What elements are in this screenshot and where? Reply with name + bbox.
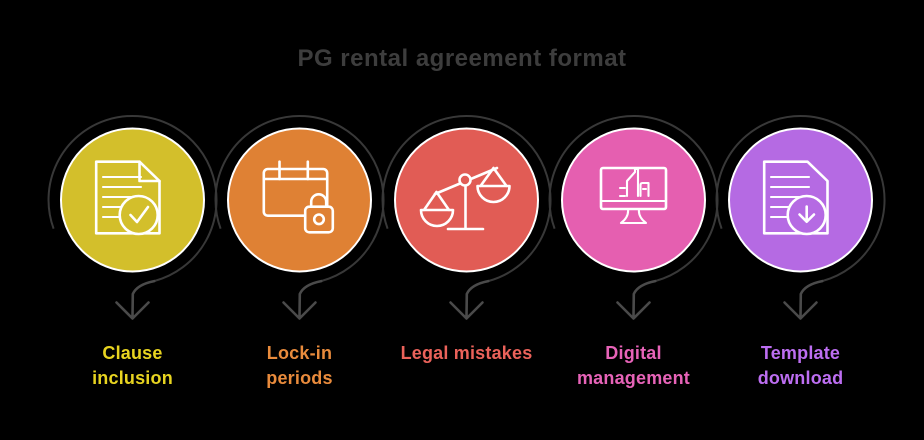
ring-hook bbox=[548, 114, 719, 283]
monitor-document-icon bbox=[548, 114, 719, 320]
ring-hook bbox=[214, 114, 385, 283]
step-lock-in-periods: Lock-in periods bbox=[214, 110, 385, 391]
step-circle bbox=[227, 127, 372, 273]
document-check-icon bbox=[47, 114, 218, 320]
down-arrow bbox=[616, 279, 657, 320]
page-title: PG rental agreement format bbox=[297, 45, 627, 72]
step-label: Digital management bbox=[576, 343, 691, 388]
step-digital-management: Digital management bbox=[548, 110, 719, 391]
down-arrow bbox=[115, 279, 156, 320]
step-label: Lock-in periods bbox=[266, 343, 333, 388]
down-arrow bbox=[282, 279, 323, 320]
calendar-lock-icon bbox=[214, 114, 385, 320]
infographic: PG rental agreement format Clause inclus… bbox=[0, 45, 924, 391]
step-template-download: Template download bbox=[715, 110, 886, 391]
down-arrow bbox=[783, 279, 824, 320]
ring-hook bbox=[381, 114, 552, 283]
step-label: Template download bbox=[757, 343, 844, 388]
justice-scales-icon bbox=[381, 114, 552, 320]
step-clause-inclusion: Clause inclusion bbox=[47, 110, 218, 391]
down-arrow bbox=[449, 279, 490, 320]
document-download-icon bbox=[715, 114, 886, 320]
ring-hook bbox=[47, 114, 218, 283]
ring-hook bbox=[715, 114, 886, 283]
step-legal-mistakes: Legal mistakes bbox=[381, 110, 552, 391]
step-label: Clause inclusion bbox=[92, 343, 173, 388]
steps-row: Clause inclusion Lock-in periods bbox=[0, 110, 924, 391]
step-label: Legal mistakes bbox=[400, 343, 533, 363]
